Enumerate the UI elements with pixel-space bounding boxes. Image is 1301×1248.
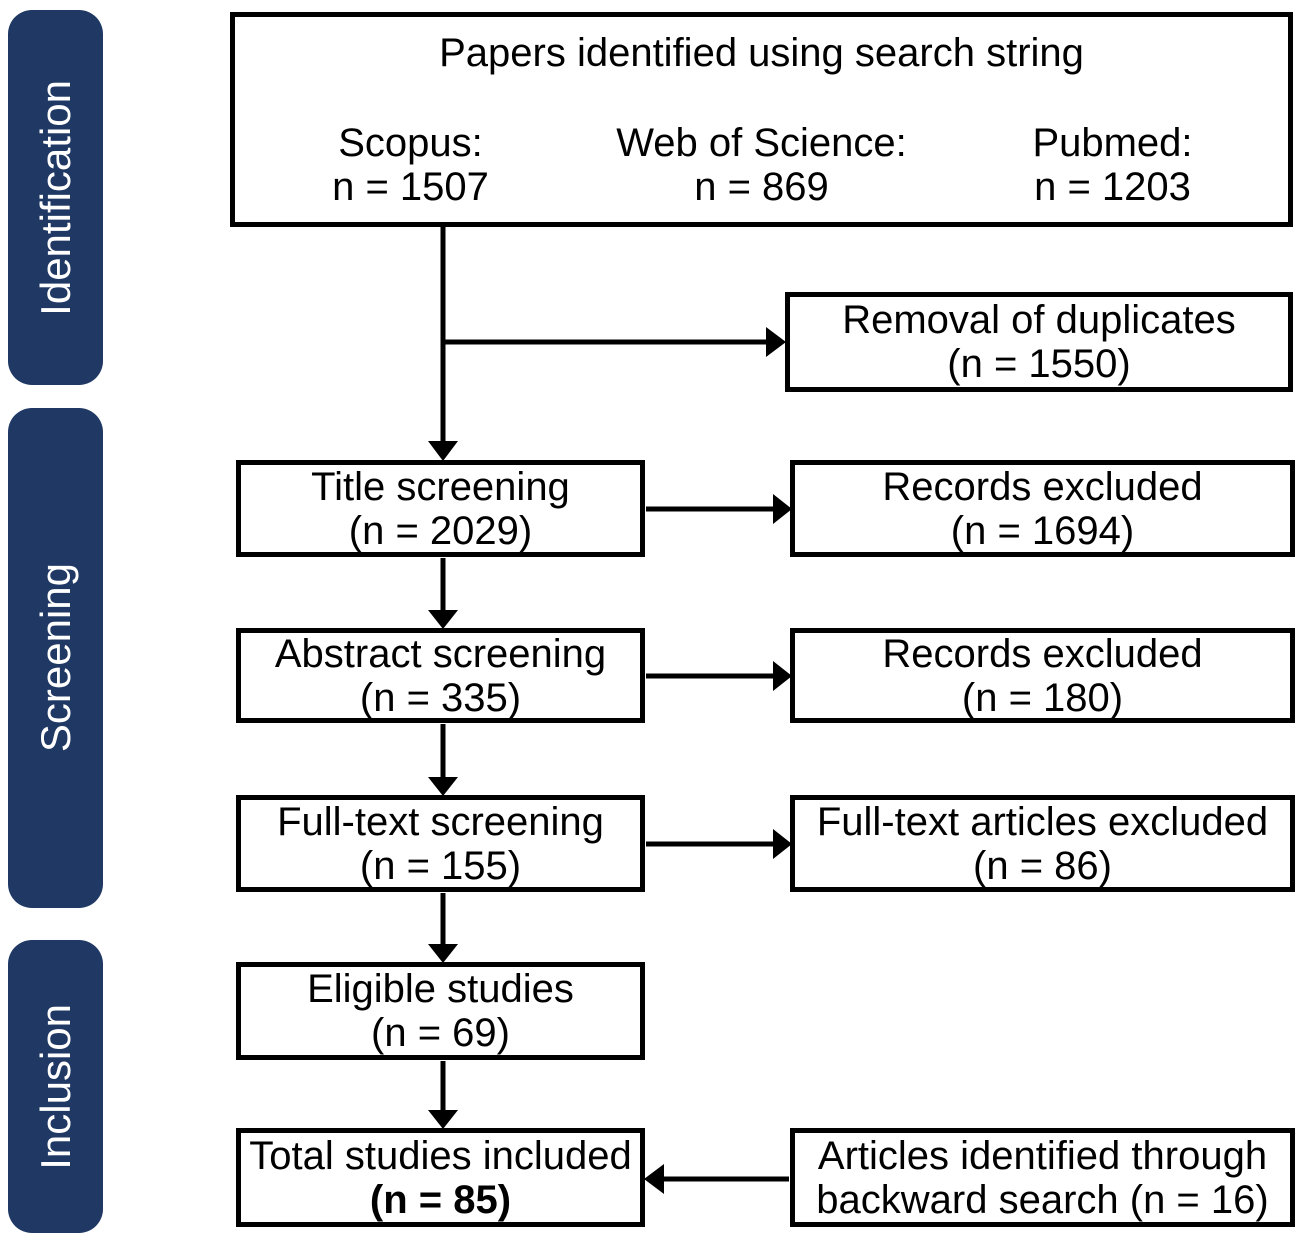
source-scopus: Scopus: n = 1507 [235, 121, 586, 209]
records-excluded-title-line1: Records excluded [882, 464, 1203, 509]
records-excluded-abstract-count: (n = 180) [961, 675, 1124, 720]
source-web-of-science-count: n = 869 [694, 165, 829, 209]
removal-duplicates-count: (n = 1550) [947, 342, 1131, 386]
title-screening-count: (n = 2029) [348, 508, 533, 553]
stage-screening-label: Screening [31, 563, 79, 753]
source-pubmed-count: n = 1203 [1034, 165, 1191, 209]
abstract-screening-line1: Abstract screening [274, 631, 607, 676]
box-fulltext-screening: Full-text screening (n = 155) [236, 795, 645, 892]
box-records-excluded-abstract: Records excluded (n = 180) [790, 628, 1295, 723]
stage-screening: Screening [8, 408, 103, 908]
fulltext-excluded-line1: Full-text articles excluded [816, 799, 1269, 844]
abstract-screening-count: (n = 335) [359, 675, 522, 720]
box-total-studies-included: Total studies included (n = 85) [236, 1128, 645, 1227]
eligible-studies-line1: Eligible studies [307, 967, 574, 1011]
records-excluded-title-count: (n = 1694) [950, 508, 1135, 553]
total-included-line1: Total studies included [249, 1133, 632, 1178]
title-screening-line1: Title screening [311, 464, 570, 509]
box-records-excluded-title: Records excluded (n = 1694) [790, 460, 1295, 557]
source-scopus-count: n = 1507 [332, 165, 489, 209]
source-scopus-name: Scopus: [338, 121, 483, 165]
fulltext-excluded-count: (n = 86) [973, 843, 1112, 888]
source-pubmed: Pubmed: n = 1203 [937, 121, 1288, 209]
box-removal-duplicates: Removal of duplicates (n = 1550) [785, 292, 1293, 392]
backward-search-line2: backward search (n = 16) [816, 1177, 1269, 1222]
removal-duplicates-line1: Removal of duplicates [842, 298, 1236, 342]
box-title-screening: Title screening (n = 2029) [236, 460, 645, 557]
source-web-of-science-name: Web of Science: [616, 121, 907, 165]
search-sources: Scopus: n = 1507 Web of Science: n = 869… [235, 121, 1288, 209]
eligible-studies-count: (n = 69) [371, 1011, 510, 1055]
papers-identified-title: Papers identified using search string [439, 31, 1084, 75]
fulltext-screening-line1: Full-text screening [277, 799, 604, 844]
fulltext-screening-count: (n = 155) [359, 843, 522, 888]
box-papers-identified: Papers identified using search string Sc… [230, 12, 1293, 227]
stage-identification-label: Identification [31, 79, 79, 316]
source-pubmed-name: Pubmed: [1032, 121, 1193, 165]
box-fulltext-articles-excluded: Full-text articles excluded (n = 86) [790, 795, 1295, 892]
box-abstract-screening: Abstract screening (n = 335) [236, 628, 645, 723]
stage-identification: Identification [8, 10, 103, 385]
records-excluded-abstract-line1: Records excluded [882, 631, 1203, 676]
total-included-count: (n = 85) [369, 1177, 512, 1222]
box-backward-search: Articles identified through backward sea… [790, 1128, 1295, 1227]
source-web-of-science: Web of Science: n = 869 [586, 121, 937, 209]
box-eligible-studies: Eligible studies (n = 69) [236, 962, 645, 1060]
stage-inclusion: Inclusion [8, 940, 103, 1233]
backward-search-line1: Articles identified through [817, 1133, 1268, 1178]
stage-inclusion-label: Inclusion [31, 1003, 79, 1170]
